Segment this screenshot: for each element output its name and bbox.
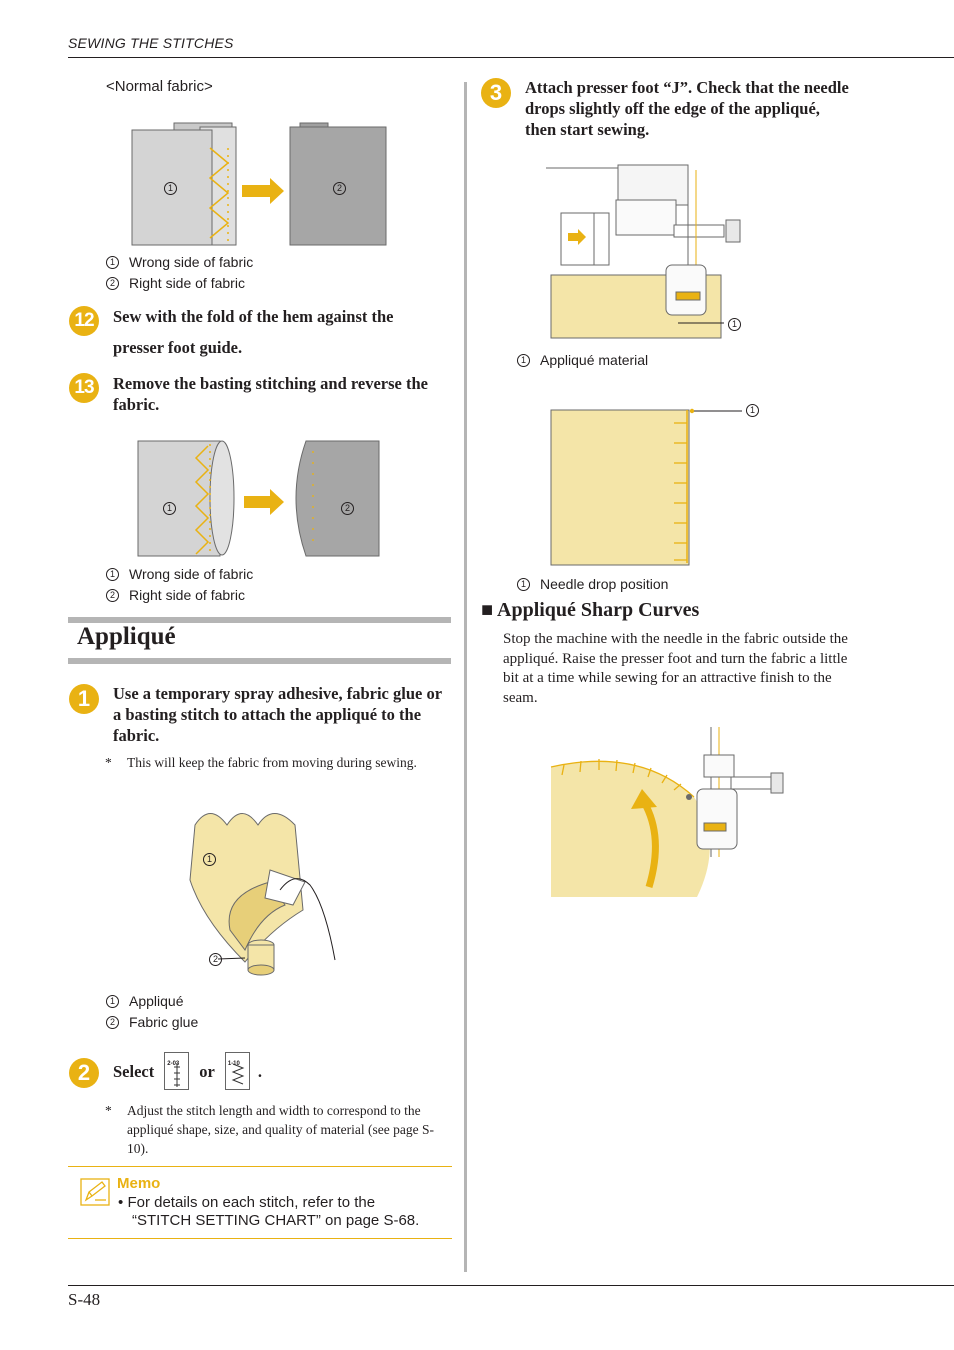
step-1-badge: 1 bbox=[69, 684, 99, 714]
memo-body: • For details on each stitch, refer to t… bbox=[118, 1194, 420, 1229]
section-title: Appliqué bbox=[77, 623, 176, 650]
section-rule-top bbox=[68, 617, 451, 623]
applique-glue-figure bbox=[189, 813, 336, 976]
fig2-callout-1: 1 bbox=[163, 502, 176, 515]
step-2-note: * Adjust the stitch length and width to … bbox=[105, 1103, 435, 1156]
square-bullet-icon: ■ bbox=[481, 599, 494, 621]
step-2-text: Select 2-03 or 1-10 . bbox=[113, 1050, 262, 1092]
fig1-callout-1: 1 bbox=[164, 182, 177, 195]
step-1-text: Use a temporary spray adhesive, fabric g… bbox=[113, 684, 442, 745]
memo-rule-bottom bbox=[68, 1238, 452, 1239]
fig5-callout-1: 1 bbox=[746, 404, 759, 417]
running-header: SEWING THE STITCHES bbox=[68, 35, 234, 51]
stitch-1-10-icon[interactable]: 1-10 bbox=[224, 1052, 250, 1090]
presser-foot-j-figure bbox=[546, 164, 741, 339]
stitch-2-03-icon[interactable]: 2-03 bbox=[164, 1052, 190, 1090]
column-divider bbox=[464, 82, 467, 1272]
header-rule bbox=[68, 57, 954, 58]
step-3-badge: 3 bbox=[481, 78, 511, 108]
step-3-text: Attach presser foot “J”. Check that the … bbox=[525, 78, 849, 139]
footer-rule bbox=[68, 1285, 954, 1286]
step-13-text: Remove the basting stitching and reverse… bbox=[113, 374, 428, 414]
normal-fabric-label: <Normal fabric> bbox=[106, 78, 213, 95]
fig2-callout-2: 2 bbox=[341, 502, 354, 515]
step-12-text: Sew with the fold of the hem against the… bbox=[113, 307, 394, 357]
memo-title: Memo bbox=[117, 1175, 161, 1192]
subsection-heading: ■ Appliqué Sharp Curves bbox=[481, 599, 700, 621]
sharp-curve-figure bbox=[550, 727, 784, 897]
step-13-badge: 13 bbox=[69, 373, 99, 403]
memo-pencil-icon bbox=[80, 1178, 110, 1206]
subsection-body: Stop the machine with the needle in the … bbox=[503, 631, 848, 706]
section-rule-bottom bbox=[68, 658, 451, 664]
step-2-badge: 2 bbox=[69, 1058, 99, 1088]
fig3-callout-2: 2 bbox=[209, 953, 222, 966]
fig3-callout-1: 1 bbox=[203, 853, 216, 866]
step-12-badge: 12 bbox=[69, 306, 99, 336]
memo-rule-top bbox=[68, 1166, 452, 1167]
needle-drop-figure bbox=[550, 408, 742, 566]
step-1-note: * This will keep the fabric from moving … bbox=[105, 755, 417, 770]
reverse-fabric-figure bbox=[137, 440, 380, 557]
fig4-callout-1: 1 bbox=[728, 318, 741, 331]
fig1-callout-2: 2 bbox=[333, 182, 346, 195]
page-number: S-48 bbox=[68, 1290, 101, 1309]
